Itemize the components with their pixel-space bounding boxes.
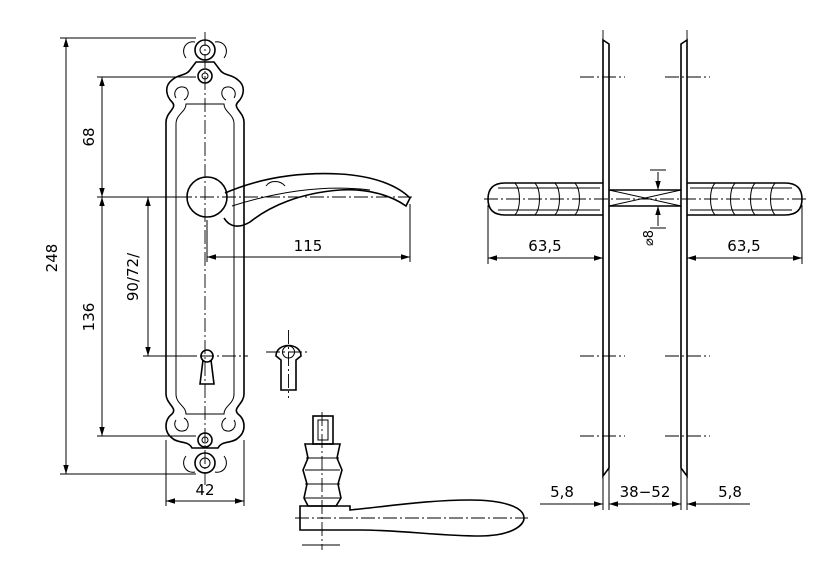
dim-plate-width: 42: [195, 481, 214, 499]
dim-knob-depth-left: 63,5: [528, 237, 561, 255]
spindle: [608, 189, 682, 207]
lever-handle: [186, 172, 411, 227]
dim-door-thickness: 38−52: [620, 483, 671, 501]
right-plate: [680, 38, 688, 479]
left-plate: [602, 38, 610, 479]
dim-knob-depth-right: 63,5: [727, 237, 760, 255]
side-view: 63,5 63,5 ⌀8 5,8 38−52 5,8: [484, 30, 806, 510]
dim-plate-thickness-right: 5,8: [718, 483, 742, 501]
front-view: 248 68 136 90/72/ 115 42: [43, 32, 414, 506]
dim-spindle-to-keyhole: 90/72/: [124, 252, 142, 301]
euro-cylinder-cutout: [266, 330, 308, 398]
dim-plate-thickness-left: 5,8: [550, 483, 574, 501]
lever-side-view: [295, 412, 528, 550]
dim-lower-span: 136: [80, 303, 98, 332]
dim-upper-span: 68: [80, 127, 98, 146]
dim-lever-length: 115: [294, 237, 323, 255]
dim-spindle-diameter: ⌀8: [642, 230, 657, 246]
dim-overall-height: 248: [43, 244, 61, 273]
